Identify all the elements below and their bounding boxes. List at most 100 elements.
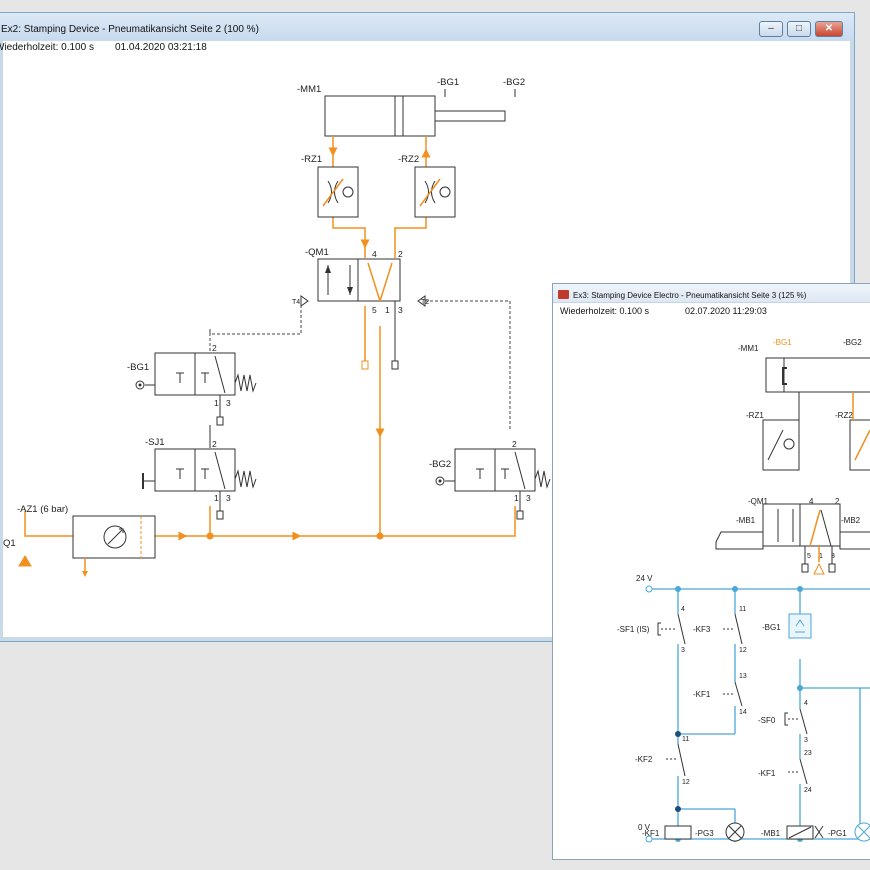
circuit-wires (649, 588, 870, 840)
pneumatic-diagram: -MM1 -BG1 -BG2 (3, 77, 551, 577)
title-bar[interactable]: Ex2: Stamping Device - Pneumatikansicht … (0, 13, 854, 41)
sj1-port-2: 2 (212, 439, 217, 449)
sf1-node-3: 3 (681, 647, 685, 654)
timestamp: 01.04.2020 03:21:18 (115, 42, 207, 53)
replay-time: Wiederholzeit: 0.100 s (0, 42, 94, 53)
kf3-node-11: 11 (739, 606, 746, 613)
label-t2: T2 (421, 299, 429, 306)
label-24v: 24 V (636, 574, 653, 583)
lamp-pg1[interactable] (854, 822, 870, 842)
e-label-bg1-top: -BG1 (773, 338, 792, 347)
label-bg2: -BG2 (429, 459, 451, 470)
e-label-mm1: -MM1 (738, 344, 759, 353)
label-az1: -AZ1 (6 bar) (17, 504, 68, 515)
replay-time-electro: Wiederholzeit: 0.100 s (560, 306, 650, 316)
switch-kf1-b[interactable] (788, 758, 808, 785)
kf1-node-13: 13 (739, 673, 747, 680)
switch-sf0[interactable] (784, 708, 808, 735)
bg2-port-3: 3 (526, 493, 531, 503)
label-q1: Q1 (3, 538, 16, 549)
valve-qm1[interactable] (300, 258, 426, 307)
sj1-port-3: 3 (226, 493, 231, 503)
label-sf1: -SF1 (IS) (617, 625, 650, 634)
sf0-node-3: 3 (804, 737, 808, 744)
source-q1[interactable] (18, 555, 32, 567)
bg1-port-3: 3 (226, 398, 231, 408)
lamp-pg3[interactable] (725, 822, 745, 842)
window-title-electro: Ex3: Stamping Device Electro - Pneumatik… (573, 291, 807, 300)
flow-valve-rz1[interactable] (317, 166, 359, 218)
label-kf2: -KF2 (635, 755, 653, 764)
e-valve-qm1[interactable] (715, 503, 870, 550)
label-kf3: -KF3 (693, 625, 711, 634)
electro-window[interactable]: Ex3: Stamping Device Electro - Pneumatik… (552, 283, 870, 860)
label-0v: 0 V (638, 823, 651, 832)
label-e-bg1: -BG1 (762, 623, 781, 632)
label-pg1: -PG1 (828, 829, 847, 838)
electro-diagram: -MM1 -BG1 -BG2 -RZ1 -RZ2 -QM1 -MB1 -MB2 … (617, 338, 870, 843)
maximize-button[interactable]: □ (787, 21, 811, 37)
valve-bg1[interactable] (135, 352, 257, 426)
label-qm1: -QM1 (305, 247, 329, 258)
port-4: 4 (372, 249, 377, 259)
sensor-bg1[interactable] (788, 613, 812, 639)
kf1-node-24: 24 (804, 787, 812, 794)
bg1-port-1: 1 (214, 398, 219, 408)
port-3: 3 (398, 305, 403, 315)
label-kf1-b: -KF1 (758, 769, 776, 778)
label-sj1: -SJ1 (145, 437, 165, 448)
app-icon (558, 290, 569, 299)
minimize-button[interactable]: – (759, 21, 783, 37)
bg2-port-1: 1 (514, 493, 519, 503)
switch-kf1-a[interactable] (723, 681, 743, 707)
valve-bg2[interactable] (435, 448, 551, 520)
e-port-5: 5 (807, 553, 811, 560)
kf2-node-11: 11 (682, 736, 689, 743)
coil-mb1[interactable] (786, 825, 814, 840)
label-bg2-top: -BG2 (503, 77, 525, 88)
e-port-3: 3 (831, 553, 835, 560)
kf2-node-12: 12 (682, 779, 690, 786)
label-mm1: -MM1 (297, 84, 321, 95)
port-1: 1 (385, 305, 390, 315)
bg2-port-2: 2 (512, 439, 517, 449)
kf1-node-14: 14 (739, 709, 747, 716)
e-cylinder-mm1[interactable] (765, 357, 870, 393)
e-label-rz2: -RZ2 (835, 411, 853, 420)
coil-kf1[interactable] (664, 825, 692, 840)
switch-kf2[interactable] (666, 743, 686, 777)
switch-kf3[interactable] (723, 613, 743, 645)
e-label-qm1: -QM1 (748, 497, 769, 506)
label-kf1-a: -KF1 (693, 690, 711, 699)
active-pipes (24, 136, 516, 541)
title-bar-electro[interactable]: Ex3: Stamping Device Electro - Pneumatik… (553, 284, 870, 303)
service-unit-az1[interactable] (72, 515, 156, 577)
e-flow-valve-rz2[interactable] (849, 419, 870, 471)
label-pg3: -PG3 (695, 829, 714, 838)
port-5: 5 (372, 305, 377, 315)
cylinder-mm1[interactable] (324, 95, 506, 137)
label-bg1-top: -BG1 (437, 77, 459, 88)
label-kf1-coil: -KF1 (642, 829, 660, 838)
switch-sf1[interactable] (657, 613, 686, 645)
label-rz2: -RZ2 (398, 154, 419, 165)
close-button[interactable]: ✕ (815, 21, 843, 37)
e-label-mb1: -MB1 (736, 516, 756, 525)
port-2: 2 (398, 249, 403, 259)
label-t4: T4 (292, 299, 300, 306)
e-port-1: 1 (819, 553, 823, 560)
label-rz1: -RZ1 (301, 154, 322, 165)
pilot-lines (209, 300, 511, 431)
e-flow-valve-rz1[interactable] (762, 419, 800, 471)
label-mb1-coil: -MB1 (761, 829, 781, 838)
e-port-4: 4 (809, 497, 814, 506)
e-port-2: 2 (835, 497, 840, 506)
sf0-node-4: 4 (804, 700, 808, 707)
bg1-port-2: 2 (212, 343, 217, 353)
e-label-mb2: -MB2 (841, 516, 861, 525)
kf1-node-23: 23 (804, 750, 812, 757)
valve-sj1[interactable] (142, 425, 257, 520)
sf1-node-4: 4 (681, 606, 685, 613)
e-label-rz1: -RZ1 (746, 411, 764, 420)
flow-valve-rz2[interactable] (414, 166, 456, 218)
